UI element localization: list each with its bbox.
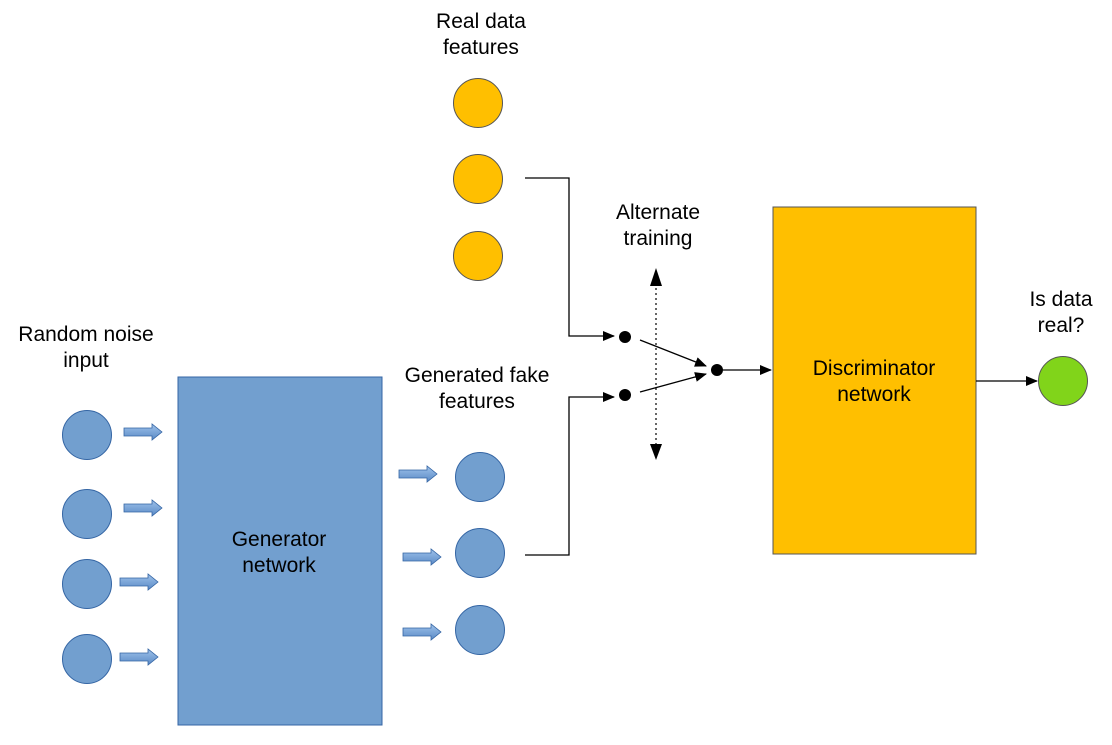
fake-feature-node [455,528,505,578]
block-arrow-right-icon [402,548,442,566]
generator-label-line2: network [242,554,316,577]
output-label-line1: Is data [1029,288,1092,311]
alternate-down-arrow-icon [650,444,662,460]
fake-input-junction-dot [619,389,631,401]
block-arrow-right-icon [119,648,159,666]
block-arrow-right-icon [123,423,163,441]
discriminator-network-block [772,206,977,555]
block-arrow-right-icon [119,573,159,591]
fake-features-label-line2: features [439,390,515,413]
real-feature-node [453,78,503,128]
noise-input-node [62,559,112,609]
block-arrow-right-icon [123,499,163,517]
noise-input-node [62,634,112,684]
merge-junction-dot [711,364,723,376]
real-data-label-line2: features [443,36,519,59]
discriminator-label-line2: network [837,383,911,406]
noise-input-node [62,410,112,460]
block-arrow-right-icon [398,465,438,483]
real-data-label-line1: Real data [436,10,526,33]
switch-line-real [639,339,707,367]
fake-data-connector [525,392,615,556]
noise-label-line2: input [63,349,109,372]
alternate-training-label-line1: Alternate [616,201,700,224]
discriminator-label-line1: Discriminator [813,357,936,380]
real-feature-node [453,231,503,281]
real-data-connector [525,177,615,341]
switch-line-fake [639,372,707,393]
real-feature-node [453,154,503,204]
generator-label-line1: Generator [232,528,327,551]
output-node [1038,356,1088,406]
fake-feature-node [455,452,505,502]
noise-label-line1: Random noise [18,323,153,346]
alternate-training-label-line2: training [624,227,693,250]
fake-feature-node [455,605,505,655]
real-input-junction-dot [619,331,631,343]
fake-features-label-line1: Generated fake [405,364,550,387]
alternate-up-arrow-icon [650,268,662,286]
noise-input-node [62,489,112,539]
generator-network-block [177,376,383,726]
output-label-line2: real? [1038,314,1085,337]
block-arrow-right-icon [402,623,442,641]
